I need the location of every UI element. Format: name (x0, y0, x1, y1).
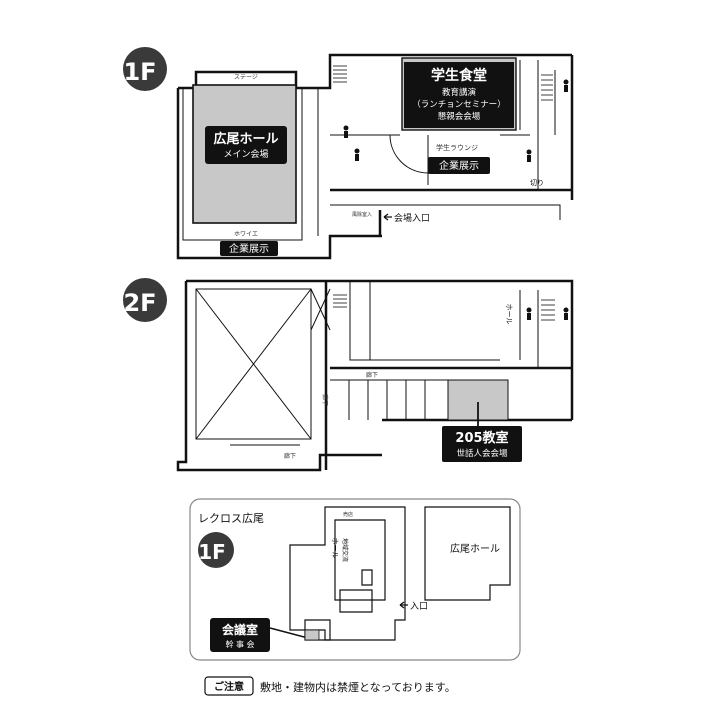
corridor-label-2: 廊下 (321, 394, 329, 406)
lounge-label: 学生ラウンジ (436, 143, 478, 152)
recross-entrance-arrow-icon (399, 601, 408, 609)
kaigi-subtitle: 幹 事 会 (225, 639, 254, 649)
recross-badge-label: 1F (198, 540, 226, 564)
notice-badge-box (204, 676, 254, 696)
store-label: 売店 (343, 511, 353, 518)
recross-frame (189, 498, 521, 661)
floor-1-badge (123, 47, 167, 91)
exhibit-right-label: 企業展示 (439, 159, 479, 172)
community-label: 地域交流 (341, 538, 349, 562)
recross-hall-label: ホール (331, 538, 339, 559)
entrance-arrow-icon (383, 213, 392, 221)
recross-badge (198, 532, 234, 568)
hall-2f-label: ホール (505, 304, 513, 325)
kaigi-label-box (210, 618, 270, 652)
floor-2-badge-label: 2F (123, 289, 156, 317)
exhibit-right-box (428, 157, 490, 174)
kaigi-room (304, 629, 320, 641)
room-205-title: 205教室 (455, 430, 508, 446)
kaigi-title: 会議室 (222, 622, 258, 637)
floor-2-plan: 2F (123, 278, 574, 472)
recross-title: レクロス広尾 (198, 512, 264, 525)
cafeteria-label-box (404, 62, 514, 128)
floor-1-badge-label: 1F (123, 58, 156, 86)
exhibit-left-box (220, 241, 278, 256)
recross-entrance-label: 入口 (410, 601, 428, 612)
cafeteria-line-2: （ランチョンセミナー） (412, 99, 506, 110)
room-205-label-box (442, 426, 522, 462)
cut-label: 切り (530, 179, 544, 187)
entrance-label: 会場入口 (394, 212, 430, 224)
vestibule-label: 風除室入 (352, 211, 372, 218)
recross-hiroo-hall-label: 広尾ホール (450, 542, 500, 555)
floor-2-badge (123, 278, 167, 322)
kaigi-pointer (269, 627, 309, 639)
exhibit-left-label: 企業展示 (229, 242, 269, 255)
stairs-1f (333, 65, 553, 101)
floor-1-plan: 1F (123, 47, 574, 260)
restroom-icons-2f (526, 307, 569, 320)
cafeteria-line-3: 懇親会会場 (438, 111, 481, 122)
room-205-subtitle: 世話人会会場 (456, 448, 508, 459)
recross-inset: レクロス広尾 1F 売店 ホール 地域交流 入口 広尾ホール 会議室 幹 事 会 (189, 498, 521, 661)
notice: ご注意 敷地・建物内は禁煙となっております。 (204, 676, 456, 696)
hall-subtitle: メイン会場 (223, 148, 268, 160)
corridor-label-3: 廊下 (284, 452, 296, 460)
corridor-label-1: 廊下 (366, 371, 378, 379)
cafeteria-line-1: 教育講演 (442, 87, 477, 98)
cafeteria-title: 学生食堂 (431, 67, 487, 84)
stairs-2f (333, 294, 555, 321)
notice-badge: ご注意 (214, 680, 244, 693)
hall-title: 広尾ホール (213, 131, 278, 147)
restroom-icons-1f (343, 79, 569, 162)
notice-text: 敷地・建物内は禁煙となっております。 (260, 680, 456, 694)
hall-label-box (205, 126, 287, 164)
foyer-label: ホワイエ (234, 231, 258, 238)
stage-label: ステージ (234, 74, 258, 81)
